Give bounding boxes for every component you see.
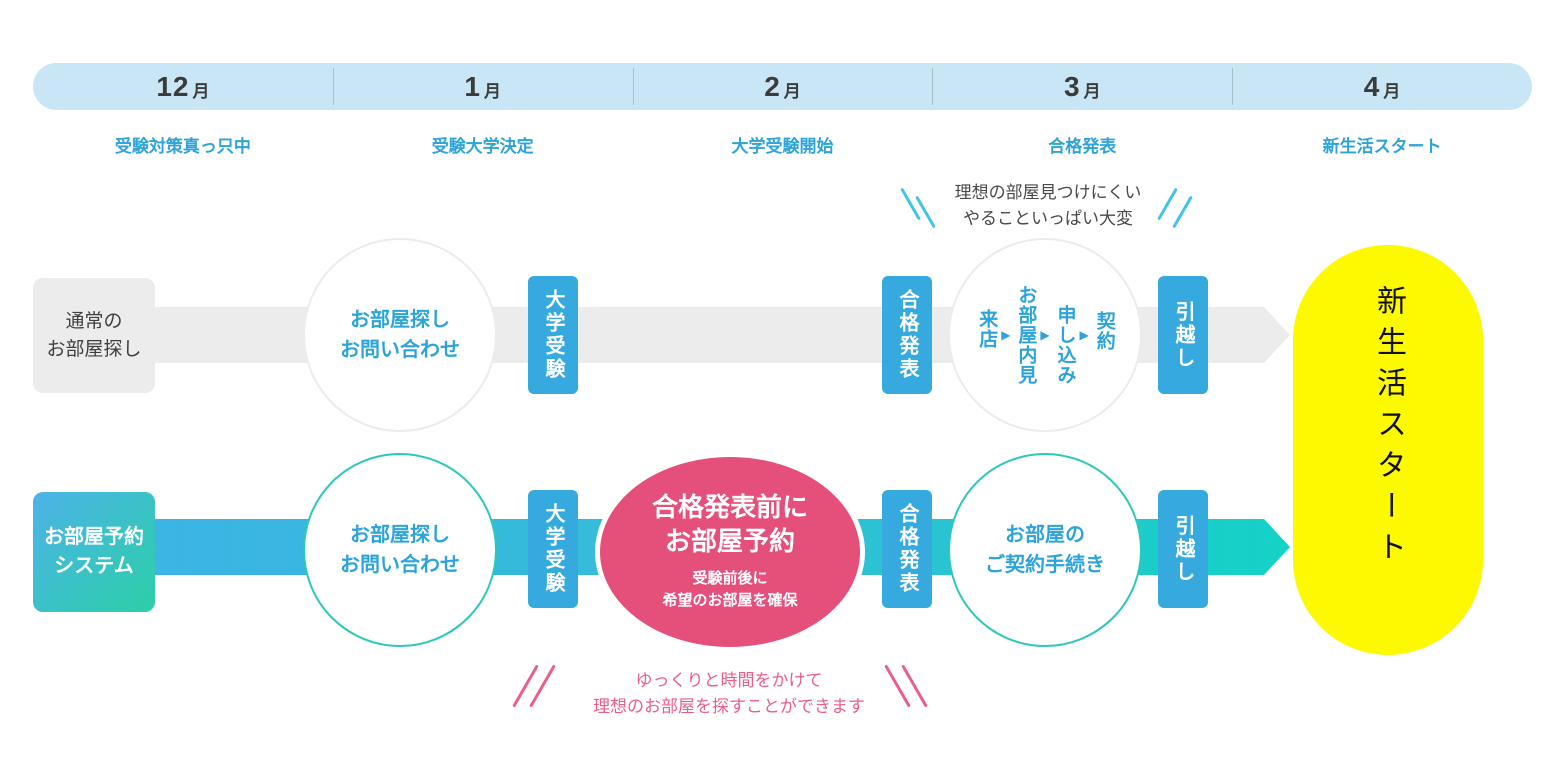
emphasis-slash-icon — [900, 187, 921, 221]
month-sublabel-january: 受験大学決定 — [431, 137, 534, 156]
reserve-move-box: 引越し — [1158, 490, 1208, 608]
month-number: 3 — [1064, 70, 1081, 102]
month-unit: 月 — [192, 82, 210, 101]
month-sublabel-april: 新生活スタート — [1322, 137, 1442, 156]
announce-box-label: 合格発表 — [896, 289, 918, 381]
reserve-exam-box: 大学受験 — [528, 490, 578, 608]
month-unit: 月 — [1083, 82, 1101, 101]
goal-pill: 新生活スタート — [1293, 245, 1483, 655]
normal-steps-circle: 来店 ▶ お部屋内見 ▶ 申し込み ▶ 契約 — [948, 238, 1142, 432]
bubble-sub-line: 受験前後に — [692, 569, 768, 587]
bubble-title-line: 合格発表前に — [651, 492, 808, 523]
move-box-label: 引越し — [1172, 300, 1194, 370]
steps-sequence: 来店 ▶ お部屋内見 ▶ 申し込み ▶ 契約 — [976, 285, 1115, 385]
normal-row-label-line: お部屋探し — [46, 338, 142, 360]
reserve-row-label: お部屋予約 システム — [33, 492, 155, 612]
month-number: 1 — [464, 70, 481, 102]
reserve-announce-box: 合格発表 — [882, 490, 932, 608]
step-viewing: お部屋内見 — [1015, 285, 1037, 385]
exam-box-label: 大学受験 — [542, 289, 564, 381]
normal-exam-box: 大学受験 — [528, 276, 578, 394]
annotation-line: 理想のお部屋を探すことができます — [593, 696, 865, 716]
exam-box-label: 大学受験 — [542, 503, 564, 595]
timeline-divider — [932, 68, 934, 105]
reserve-row-label-line: お部屋予約 — [44, 526, 144, 548]
step-visit: 来店 — [976, 309, 998, 349]
month-sublabels: 受験対策真っ只中 受験大学決定 大学受験開始 合格発表 新生活スタート — [33, 132, 1532, 157]
circle-text-line: お問い合わせ — [340, 339, 460, 361]
step-apply: 申し込み — [1054, 305, 1076, 385]
emphasis-slash-icon — [1172, 195, 1193, 229]
month-number: 12 — [156, 70, 190, 102]
bubble-sub-line: 希望のお部屋を確保 — [662, 592, 798, 610]
month-number: 4 — [1363, 70, 1381, 102]
month-number: 2 — [764, 70, 781, 102]
month-sublabel-march: 合格発表 — [1048, 137, 1117, 156]
bubble-subtext: 受験前後に 希望のお部屋を確保 — [662, 568, 797, 613]
reserve-row-label-line: システム — [54, 555, 134, 577]
circle-text-line: お部屋の — [1005, 524, 1085, 546]
announce-box-label: 合格発表 — [896, 503, 918, 595]
annotation-line: 理想の部屋見つけにくい — [954, 183, 1142, 202]
circle-text-line: お部屋探し — [350, 309, 450, 331]
month-unit: 月 — [783, 82, 801, 101]
month-sublabel-february: 大学受験開始 — [731, 137, 834, 156]
move-box-label: 引越し — [1172, 514, 1194, 584]
step-arrow-icon: ▶ — [1001, 328, 1011, 342]
goal-label: 新生活スタート — [1372, 284, 1405, 572]
circle-text-line: お部屋探し — [350, 524, 450, 546]
normal-announce-box: 合格発表 — [882, 276, 932, 394]
reserve-highlight-bubble: 合格発表前に お部屋予約 受験前後に 希望のお部屋を確保 — [600, 457, 860, 647]
bubble-title-line: お部屋予約 — [664, 526, 795, 556]
normal-search-circle: お部屋探し お問い合わせ — [303, 238, 497, 432]
step-arrow-icon: ▶ — [1079, 328, 1089, 342]
normal-move-box: 引越し — [1158, 276, 1208, 394]
step-contract: 契約 — [1093, 311, 1115, 351]
timeline-divider — [632, 68, 634, 105]
month-unit: 月 — [1383, 82, 1401, 101]
step-arrow-icon: ▶ — [1040, 328, 1050, 342]
month-unit: 月 — [483, 82, 501, 101]
reserve-search-circle: お部屋探し お問い合わせ — [303, 453, 497, 647]
circle-text-line: お問い合わせ — [340, 554, 460, 576]
reserve-row-annotation: ゆっくりと時間をかけて 理想のお部屋を探すことができます — [553, 668, 905, 719]
circle-text-line: ご契約手続き — [985, 554, 1105, 576]
month-sublabel-december: 受験対策真っ只中 — [114, 137, 251, 156]
normal-row-label: 通常の お部屋探し — [33, 278, 155, 393]
timeline-divider — [1232, 68, 1234, 105]
normal-row-label-line: 通常の — [65, 310, 123, 332]
timeline-divider — [332, 68, 334, 105]
annotation-line: やることいっぱい大変 — [963, 208, 1133, 228]
reserve-contract-circle: お部屋の ご契約手続き — [948, 453, 1142, 647]
annotation-line: ゆっくりと時間をかけて — [635, 671, 823, 690]
normal-row-annotation: 理想の部屋見つけにくい やることいっぱい大変 — [928, 180, 1168, 231]
